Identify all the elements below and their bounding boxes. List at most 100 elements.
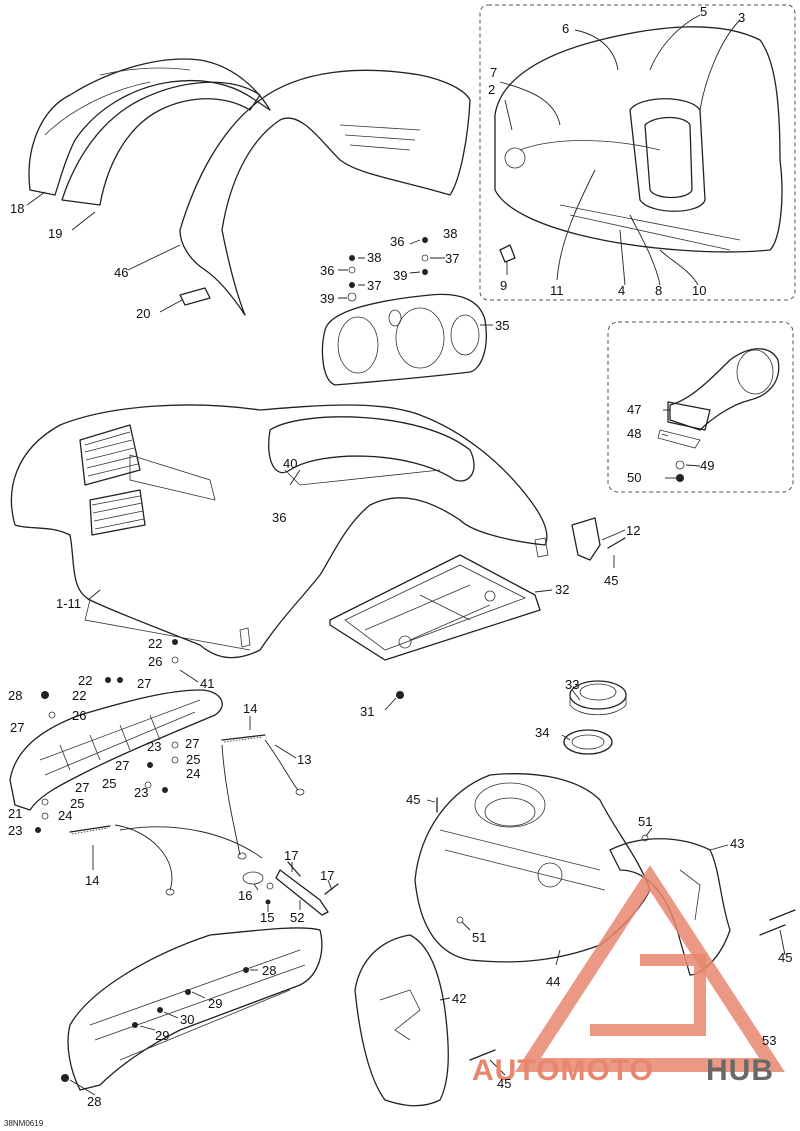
label-23c: 23	[8, 823, 22, 838]
label-42: 42	[452, 991, 466, 1006]
label-18: 18	[10, 201, 24, 216]
trim-piece-20	[179, 287, 211, 306]
label-27b: 27	[10, 720, 24, 735]
label-16: 16	[238, 888, 252, 903]
label-6: 6	[562, 21, 569, 36]
label-20: 20	[136, 306, 150, 321]
watermark-text-part2: HUB	[706, 1054, 774, 1087]
inset-box-console	[479, 4, 796, 301]
label-23b: 23	[134, 785, 148, 800]
label-25a: 25	[186, 752, 200, 767]
watermark-logo	[515, 865, 785, 1072]
label-45a: 45	[604, 573, 618, 588]
label-27e: 27	[75, 780, 89, 795]
fuel-filler-33-34	[563, 680, 627, 755]
label-30: 30	[180, 1012, 194, 1027]
label-22a: 22	[148, 636, 162, 651]
label-3: 3	[738, 10, 745, 25]
label-36c: 36	[272, 510, 286, 525]
watermark-text-part1: AUTOMOTO	[472, 1054, 654, 1087]
label-7: 7	[490, 65, 497, 80]
screws-45-51-53	[436, 797, 796, 1061]
cable-13	[221, 734, 305, 860]
label-17a: 17	[284, 848, 298, 863]
label-27a: 27	[137, 676, 151, 691]
cable-14	[69, 824, 263, 896]
label-14b: 14	[85, 873, 99, 888]
label-17b: 17	[320, 868, 334, 883]
label-34: 34	[535, 725, 549, 740]
label-12: 12	[626, 523, 640, 538]
label-29b: 29	[155, 1028, 169, 1043]
label-33: 33	[565, 677, 579, 692]
label-19: 19	[48, 226, 62, 241]
label-23a: 23	[147, 739, 161, 754]
label-49: 49	[700, 458, 714, 473]
label-52: 52	[290, 910, 304, 925]
label-47: 47	[627, 402, 641, 417]
label-13: 13	[297, 752, 311, 767]
label-14a: 14	[243, 701, 257, 716]
label-40: 40	[283, 456, 297, 471]
label-9: 9	[500, 278, 507, 293]
label-28c: 28	[87, 1094, 101, 1109]
vent-duct-47	[667, 348, 780, 431]
label-25b: 25	[102, 776, 116, 791]
screw-31	[396, 691, 404, 699]
label-15: 15	[260, 910, 274, 925]
label-21: 21	[8, 806, 22, 821]
label-29a: 29	[208, 996, 222, 1011]
label-48: 48	[627, 426, 641, 441]
label-41: 41	[200, 676, 214, 691]
inset-box-vent	[607, 321, 794, 493]
label-26a: 26	[148, 654, 162, 669]
callout-labels: 18 19 46 20 2 7 6 5 3 9 11 4 8 10 36 38 …	[4, 4, 792, 1128]
fasteners-36-39	[347, 237, 429, 302]
label-53: 53	[762, 1033, 776, 1048]
label-31: 31	[360, 704, 374, 719]
screw-45-top	[607, 537, 626, 549]
label-8: 8	[655, 283, 662, 298]
drawing-code: 38NM0619	[4, 1119, 44, 1128]
clip-9	[499, 244, 516, 263]
label-10: 10	[692, 283, 706, 298]
label-22c: 22	[72, 688, 86, 703]
label-45c: 45	[778, 950, 792, 965]
label-35: 35	[495, 318, 509, 333]
label-38b: 38	[367, 250, 381, 265]
fasteners-21-28	[35, 639, 179, 833]
label-27c: 27	[185, 736, 199, 751]
label-24a: 24	[186, 766, 200, 781]
label-24b: 24	[58, 808, 72, 823]
label-46: 46	[114, 265, 128, 280]
label-51a: 51	[638, 814, 652, 829]
lower-panel	[61, 927, 323, 1091]
label-50: 50	[627, 470, 641, 485]
label-11: 11	[550, 283, 564, 298]
label-1-11: 1-11	[56, 596, 81, 611]
label-28b: 28	[262, 963, 276, 978]
label-4: 4	[618, 283, 625, 298]
washer-49	[675, 460, 685, 470]
label-2: 2	[488, 82, 495, 97]
label-26b: 26	[72, 708, 86, 723]
label-39a: 39	[393, 268, 407, 283]
tray-32	[329, 554, 541, 661]
label-37a: 37	[445, 251, 459, 266]
latch-52	[242, 861, 339, 916]
leader-lines	[26, 14, 786, 1096]
side-panel-42	[354, 934, 449, 1107]
label-25c: 25	[70, 796, 84, 811]
label-39b: 39	[320, 291, 334, 306]
label-38a: 38	[443, 226, 457, 241]
label-44: 44	[546, 974, 560, 989]
windshield-piece-46	[179, 69, 471, 316]
label-5: 5	[700, 4, 707, 19]
label-43: 43	[730, 836, 744, 851]
label-28a: 28	[8, 688, 22, 703]
gauge-bezel-35	[321, 293, 487, 386]
label-45d: 45	[497, 1076, 511, 1091]
label-36b: 36	[320, 263, 334, 278]
label-51b: 51	[472, 930, 486, 945]
